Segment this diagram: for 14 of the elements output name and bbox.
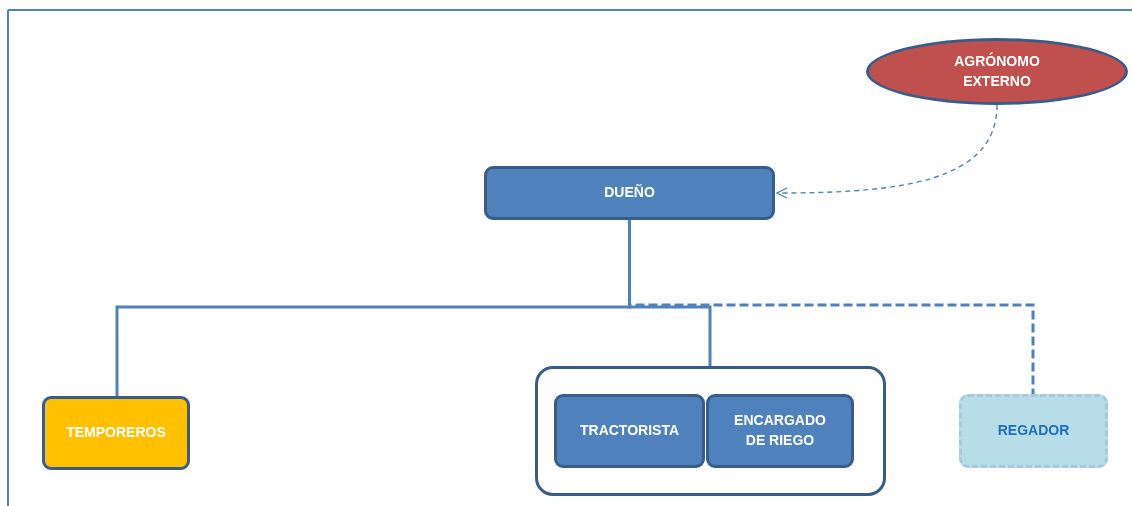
role-label: TRACTORISTA — [578, 421, 680, 441]
role-label: ENCARGADO DE RIEGO — [733, 411, 827, 450]
role-label: DUEÑO — [603, 183, 656, 203]
role-box — [42, 396, 190, 470]
role-label: TEMPOREROS — [65, 423, 167, 443]
role-label: REGADOR — [996, 421, 1071, 441]
role-box — [484, 166, 775, 220]
role-box — [554, 394, 705, 468]
role-box — [706, 394, 854, 468]
arrow — [776, 104, 998, 199]
role-box — [959, 394, 1108, 468]
group-box — [535, 366, 886, 496]
role-label: AGRÓNOMO EXTERNO — [953, 51, 1041, 91]
connector-line — [628, 220, 712, 366]
